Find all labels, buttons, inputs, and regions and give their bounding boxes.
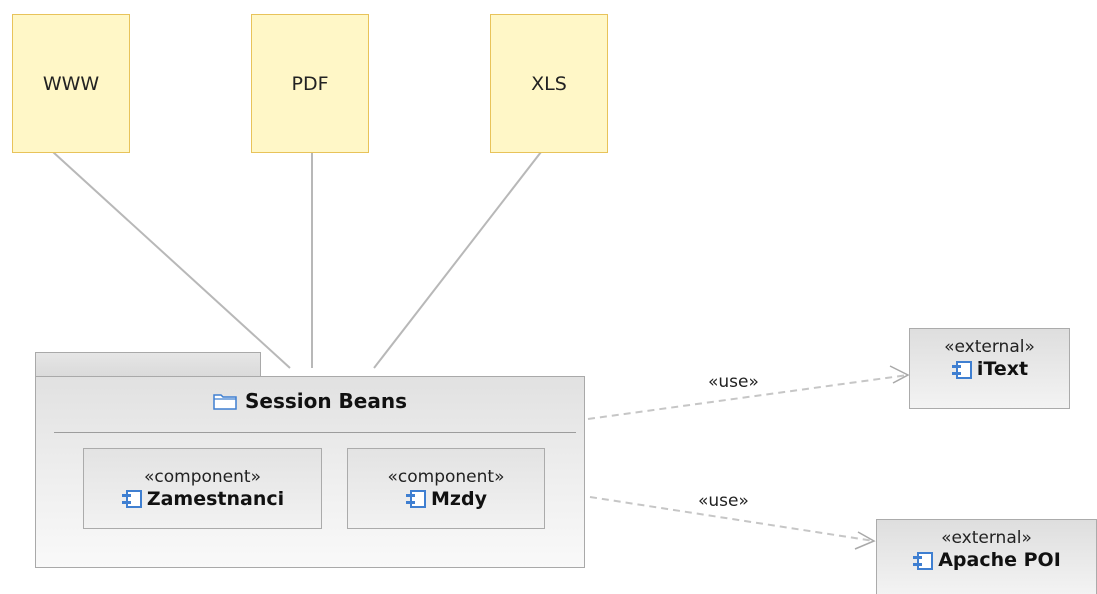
external-name: iText	[976, 358, 1029, 380]
external-apache-poi[interactable]: «external» Apache POI	[876, 519, 1097, 594]
component-mzdy[interactable]: «component» Mzdy	[347, 448, 545, 529]
component-name: Mzdy	[431, 487, 487, 510]
package-tab	[35, 352, 261, 377]
connector-www	[52, 151, 291, 369]
component-icon	[121, 490, 142, 508]
component-name: Zamestnanci	[146, 487, 285, 510]
component-icon	[406, 490, 427, 508]
external-name-row: Apache POI	[912, 551, 1061, 570]
component-stereotype: «component»	[387, 466, 505, 487]
dependency-itext	[587, 365, 910, 420]
component-icon	[913, 551, 934, 570]
package-header: Session Beans	[35, 384, 585, 418]
component-zamestnanci[interactable]: «component» Zamestnanci	[83, 448, 322, 529]
external-stereotype: «external»	[944, 337, 1035, 357]
output-box-www[interactable]: WWW	[12, 14, 130, 153]
package-title: Session Beans	[244, 389, 408, 413]
external-stereotype: «external»	[941, 528, 1032, 548]
connector-xls	[373, 151, 542, 369]
dependency-label-apache-poi: «use»	[698, 491, 749, 511]
folder-icon	[213, 394, 237, 410]
component-stereotype: «component»	[144, 466, 261, 487]
output-label: PDF	[291, 72, 329, 95]
output-box-pdf[interactable]: PDF	[251, 14, 369, 153]
package-divider	[54, 432, 576, 433]
external-name: Apache POI	[938, 549, 1061, 571]
dependency-label-itext: «use»	[708, 372, 759, 392]
external-itext[interactable]: «external» iText	[909, 328, 1070, 409]
output-label: WWW	[42, 72, 100, 95]
external-name-row: iText	[951, 360, 1028, 379]
dependency-apache-poi	[589, 496, 876, 550]
component-icon	[951, 360, 972, 379]
component-name-row: Mzdy	[405, 487, 487, 510]
output-box-xls[interactable]: XLS	[490, 14, 608, 153]
output-label: XLS	[531, 72, 567, 95]
component-name-row: Zamestnanci	[121, 487, 285, 510]
